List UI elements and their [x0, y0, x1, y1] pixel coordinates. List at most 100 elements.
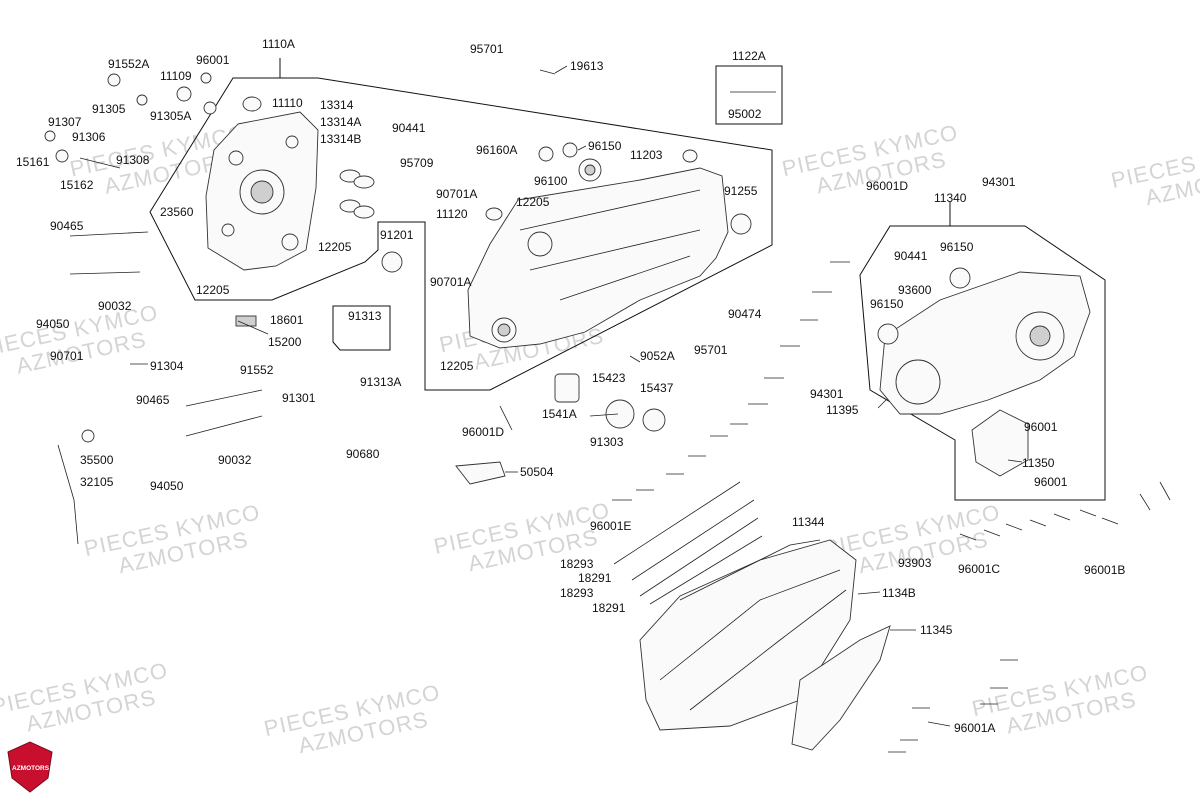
crankcase-bore [497, 323, 511, 337]
part-label: 90701A [430, 275, 471, 289]
crankcase-group-outline [149, 77, 773, 391]
part-label: 12205 [318, 240, 352, 254]
part-label: 91305A [150, 109, 191, 123]
part-label: 90701 [50, 349, 84, 363]
dipstick-32105 [57, 444, 79, 545]
logo-text: AZMOTORS [12, 765, 50, 772]
crankcase-boss [285, 135, 299, 149]
leader-line [554, 65, 568, 74]
oil-filter-1541a [554, 373, 580, 403]
part-label: 11344 [792, 515, 825, 529]
seal-96150-top [949, 267, 971, 289]
filter-11350 [971, 409, 1029, 477]
part-label: 15161 [16, 155, 50, 169]
bolt-set-96001e [612, 261, 850, 501]
oil-seal-96100 [584, 164, 596, 176]
leader-line [577, 145, 587, 151]
crankcase-bore [527, 231, 553, 257]
oil-seal-96150 [562, 142, 578, 158]
part-label: 91201 [380, 228, 414, 242]
part-label: 96100 [534, 174, 568, 188]
part-label: 19613 [570, 59, 604, 73]
crankcase-boss [221, 223, 235, 237]
o-ring-96001 [200, 72, 212, 84]
part-label: 91552A [108, 57, 149, 71]
bolt-set-96001a [888, 659, 1018, 753]
washer-91307 [44, 130, 56, 142]
bolt-rows [612, 261, 1171, 753]
part-label: 91255 [724, 184, 758, 198]
leader-line [629, 355, 641, 363]
part-label: 1110A [262, 37, 295, 51]
part-label: 1122A [732, 49, 766, 63]
part-label: 96001 [196, 53, 230, 67]
stud-90465-upper [69, 231, 149, 275]
crankcase-boss [228, 150, 244, 166]
pin-group-outline [332, 305, 391, 351]
bearing-11110 [242, 96, 262, 112]
hose-group-outline [715, 65, 783, 125]
part-label: 91308 [116, 153, 150, 167]
part-label: 96150 [588, 139, 622, 153]
part-label: 93903 [898, 556, 932, 570]
bushing-11203 [682, 149, 698, 163]
part-label: 91305 [92, 102, 126, 116]
washer-91305 [136, 94, 148, 106]
part-label: 12205 [516, 195, 550, 209]
bushing [353, 205, 375, 219]
washer-91305a [203, 101, 217, 115]
bolt-set-96001b [1139, 481, 1171, 511]
part-label: 90441 [894, 249, 928, 263]
part-number-labels: 1110A 91552A 96001 11109 91305 91305A 91… [16, 37, 1125, 735]
screen-91303 [605, 399, 635, 429]
part-label: 96001A [954, 721, 995, 735]
part-label: 13314 [320, 98, 354, 112]
plug-11109 [176, 86, 192, 102]
outer-covers [639, 539, 891, 751]
assembly-outlines [149, 58, 1106, 501]
leader-lines [130, 65, 1023, 727]
part-label: 95701 [470, 42, 504, 56]
gasket-11344 [679, 539, 821, 601]
part-label: 35500 [80, 453, 114, 467]
cover-group-outline [859, 225, 1106, 501]
part-label: 95002 [728, 107, 762, 121]
part-label: 96001B [1084, 563, 1125, 577]
part-label: 90465 [50, 219, 84, 233]
part-label: 15200 [268, 335, 302, 349]
leader-line [857, 591, 881, 595]
crankcase-bore [250, 180, 274, 204]
part-label: 1541A [542, 407, 577, 421]
clip-19613 [539, 69, 556, 75]
part-label: 91307 [48, 115, 82, 129]
cap-35500 [81, 429, 95, 443]
part-label: 96001D [866, 179, 908, 193]
bushing [353, 175, 375, 189]
part-label: 91306 [72, 130, 106, 144]
part-label: 91313 [348, 309, 382, 323]
part-label: 90474 [728, 307, 762, 321]
part-label: 13314B [320, 132, 361, 146]
part-label: 94301 [982, 175, 1016, 189]
part-label: 90680 [346, 447, 380, 461]
azmotors-logo: AZMOTORS [7, 741, 53, 793]
part-label: 11340 [934, 191, 967, 205]
part-label: 15423 [592, 371, 626, 385]
cover-styling-lines [659, 569, 847, 711]
leader-line [237, 320, 269, 335]
part-label: 11203 [630, 148, 663, 162]
small-parts [44, 69, 776, 545]
part-label: 96001C [958, 562, 1000, 576]
cover-boss [1029, 325, 1051, 347]
part-label: 12205 [440, 359, 474, 373]
part-label: 11395 [826, 403, 859, 417]
crankcase-boss [281, 233, 299, 251]
bushing-11120 [485, 207, 503, 221]
logo-shield [7, 741, 53, 793]
part-label: 11350 [1022, 456, 1055, 470]
part-label: 94050 [36, 317, 70, 331]
leader-line [499, 405, 513, 431]
part-label: 91552 [240, 363, 274, 377]
part-label: 96150 [870, 297, 904, 311]
